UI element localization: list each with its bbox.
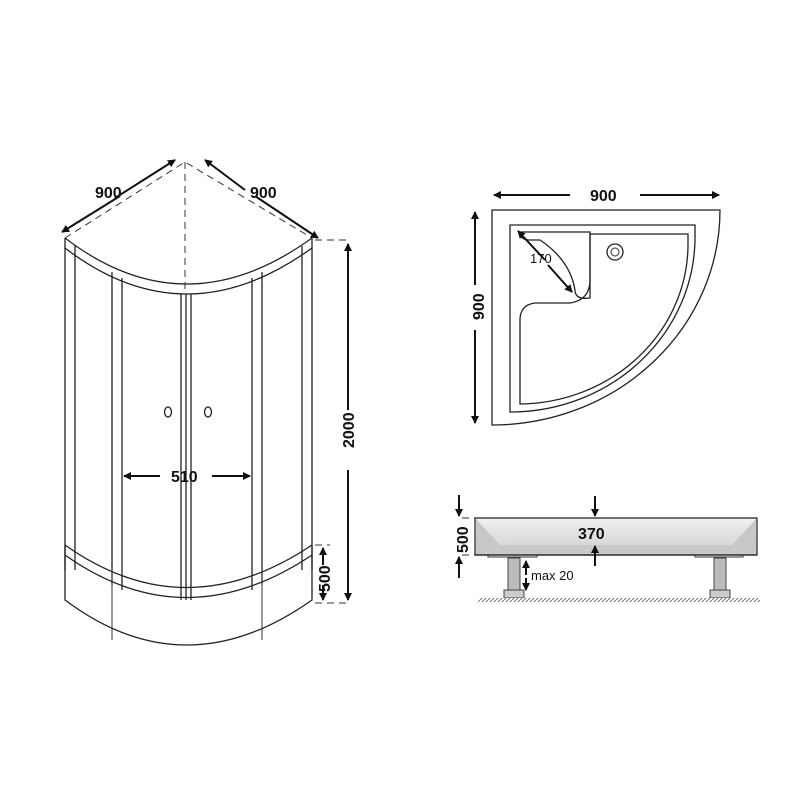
depth-left-label: 900 — [95, 185, 122, 202]
seat-radius-label: 170 — [530, 251, 552, 266]
dim-arrow — [61, 195, 121, 233]
cabin-top-outline — [64, 161, 313, 295]
depth-right-label: 900 — [250, 185, 277, 202]
door-handles — [163, 406, 213, 418]
door-opening-label: 510 — [171, 469, 198, 486]
dim-arrow — [517, 230, 546, 261]
drain-icon — [606, 243, 624, 261]
tray-side-view: 500 370 max 20 — [455, 495, 760, 602]
tray-basin — [519, 233, 689, 405]
leg-adjust-label: max 20 — [531, 568, 574, 583]
floor — [478, 598, 760, 602]
tray-height-label: 370 — [578, 526, 605, 543]
tray-leg — [503, 557, 525, 599]
dim-arrow — [114, 159, 176, 199]
tray-width-label: 900 — [590, 188, 617, 205]
total-height-label: 500 — [455, 526, 472, 553]
dim-arrow — [547, 264, 573, 293]
tray-rim — [509, 224, 696, 413]
cabin-view: 900 900 2000 500 510 — [61, 159, 358, 646]
dim-arrow — [254, 195, 319, 239]
cabin-base — [64, 544, 313, 646]
base-height-label: 500 — [317, 565, 334, 592]
tray-outline — [491, 209, 721, 426]
dim-arrow — [204, 159, 246, 191]
cabin-frame — [64, 238, 313, 600]
tray-leg — [709, 557, 731, 599]
height-label: 2000 — [341, 412, 358, 448]
tray-depth-label: 900 — [471, 293, 488, 320]
tray-top-view: 170 900 900 — [471, 188, 721, 426]
